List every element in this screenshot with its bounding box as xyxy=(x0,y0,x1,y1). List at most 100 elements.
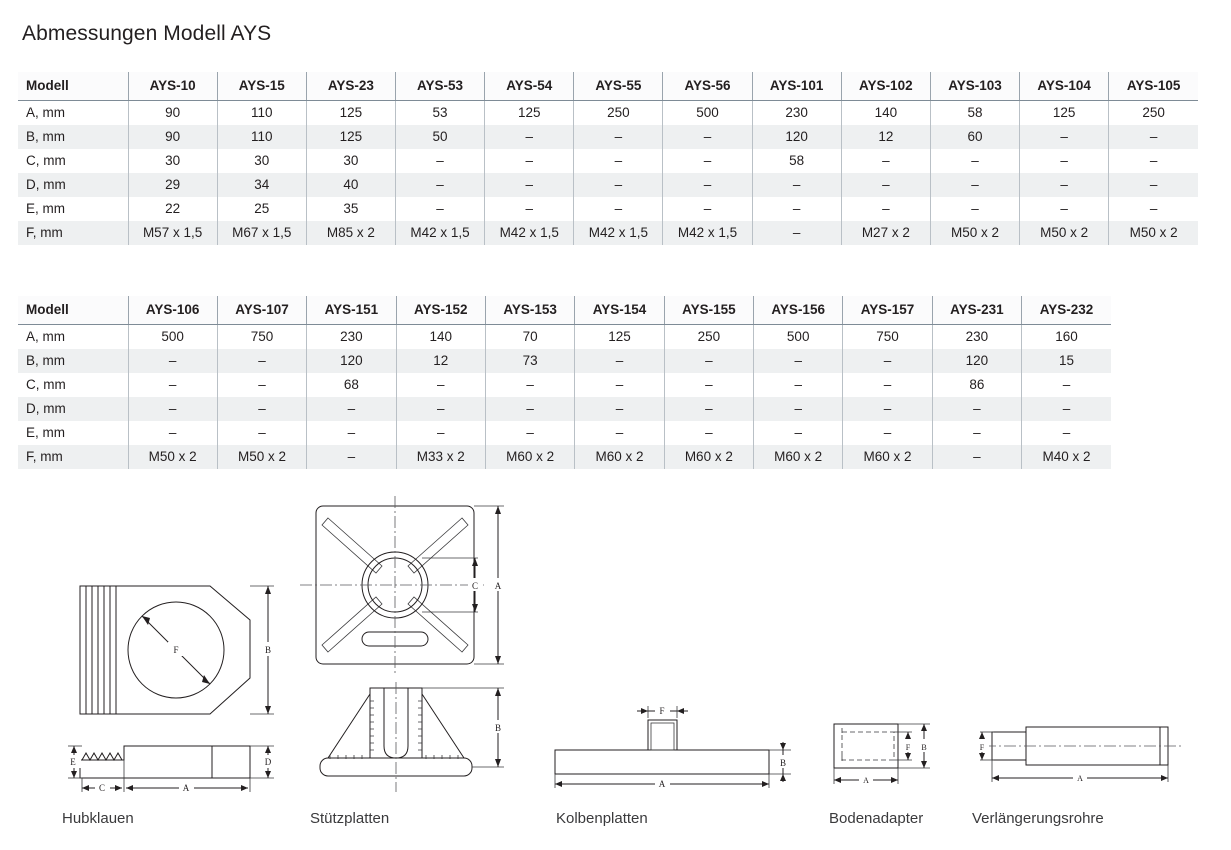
hatch xyxy=(418,700,422,751)
figure-hubklauen: F B xyxy=(60,578,290,794)
table-1-cell-4-0: 22 xyxy=(127,197,218,221)
stuetzplatten-boss xyxy=(369,687,423,759)
table-2-cell-1-10: 15 xyxy=(1021,349,1111,373)
table-1-cell-4-10: – xyxy=(1019,197,1109,221)
table-1-cell-2-9: – xyxy=(929,149,1020,173)
bodenadapter-dim-F-label: F xyxy=(906,743,911,752)
table-1-col-header-3: AYS-53 xyxy=(394,72,485,101)
table-1-cell-0-3: 53 xyxy=(394,100,485,125)
arrowhead xyxy=(265,586,271,594)
table-1-cell-1-3: 50 xyxy=(394,125,485,149)
table-1-cell-5-2: M85 x 2 xyxy=(305,221,396,245)
table-2-cell-5-4: M60 x 2 xyxy=(484,445,575,469)
table-2-cell-2-2: 68 xyxy=(306,373,397,397)
arrowhead xyxy=(265,746,271,753)
arrowhead xyxy=(71,746,77,753)
table-2-col-header-0: AYS-106 xyxy=(127,296,218,325)
table-row: B, mm 90 110 125 50 – – – 120 12 60 – – xyxy=(18,125,1198,149)
arrowhead xyxy=(495,759,501,767)
table-1-col-header-9: AYS-103 xyxy=(929,72,1020,101)
kolbenplatten-dim-F-label: F xyxy=(659,706,664,716)
table-1-cell-5-5: M42 x 1,5 xyxy=(573,221,663,245)
table-2-cell-4-0: – xyxy=(127,421,218,445)
page-title: Abmessungen Modell AYS xyxy=(22,22,272,45)
label-backdrop xyxy=(491,578,506,591)
table-1-cell-4-2: 35 xyxy=(305,197,396,221)
table-1-header-row: Modell AYS-10 AYS-15 AYS-23 AYS-53 AYS-5… xyxy=(18,72,1198,101)
table-2-cell-2-1: – xyxy=(216,373,307,397)
table-2-cell-4-8: – xyxy=(842,421,933,445)
table-1-cell-2-10: – xyxy=(1019,149,1109,173)
label-backdrop xyxy=(917,739,931,752)
label-backdrop xyxy=(859,774,873,786)
stuetzplatten-rib xyxy=(321,596,383,653)
hubklauen-side-outline xyxy=(79,745,251,779)
table-2-cell-5-10: M40 x 2 xyxy=(1021,445,1111,469)
table-1-col-header-0: AYS-10 xyxy=(127,72,218,101)
table-1-cell-0-0: 90 xyxy=(127,100,218,125)
table-2-header: Modell AYS-106 AYS-107 AYS-151 AYS-152 A… xyxy=(18,296,1111,325)
table-2-cell-0-7: 500 xyxy=(753,324,843,349)
table-2-row-2-label: C, mm xyxy=(18,373,128,397)
hubklauen-dim-F-label: F xyxy=(173,645,178,655)
table-1-cell-0-5: 250 xyxy=(573,100,663,125)
table-row: B, mm – – 120 12 73 – – – – 120 15 xyxy=(18,349,1111,373)
label-backdrop xyxy=(1073,772,1087,784)
table-1-header: Modell AYS-10 AYS-15 AYS-23 AYS-53 AYS-5… xyxy=(18,72,1198,101)
hubklauen-dim-E-label: E xyxy=(70,757,76,767)
table-1-cell-5-3: M42 x 1,5 xyxy=(394,221,485,245)
table-1-cell-2-8: – xyxy=(840,149,931,173)
table-2-cell-2-5: – xyxy=(574,373,665,397)
table-2-col-header-2: AYS-151 xyxy=(306,296,397,325)
table-2-cell-3-8: – xyxy=(842,397,933,421)
arrowhead xyxy=(82,785,89,791)
table-1-col-header-6: AYS-56 xyxy=(662,72,753,101)
label-backdrop xyxy=(179,782,194,794)
table-2-row-3-label: D, mm xyxy=(18,397,128,421)
table-1-cell-5-11: M50 x 2 xyxy=(1108,221,1198,245)
table-row: A, mm 90 110 125 53 125 250 500 230 140 … xyxy=(18,100,1198,125)
table-1-cell-5-7: – xyxy=(751,221,842,245)
table-2-col-header-9: AYS-231 xyxy=(931,296,1022,325)
table-1-cell-1-1: 110 xyxy=(216,125,307,149)
dimensions-table-1: Modell AYS-10 AYS-15 AYS-23 AYS-53 AYS-5… xyxy=(18,72,1198,245)
table-2-cell-0-1: 750 xyxy=(216,324,307,349)
table-1-col-header-4: AYS-54 xyxy=(484,72,574,101)
arrowhead xyxy=(495,656,501,664)
table-2-cell-5-2: – xyxy=(306,445,397,469)
table-2-col-header-10: AYS-232 xyxy=(1021,296,1111,325)
table-1-cell-5-1: M67 x 1,5 xyxy=(216,221,307,245)
table-1-cell-3-2: 40 xyxy=(305,173,396,197)
table-row: F, mm M50 x 2 M50 x 2 – M33 x 2 M60 x 2 … xyxy=(18,445,1111,469)
table-2-cell-3-4: – xyxy=(484,397,575,421)
stuetzplatten-rib xyxy=(407,517,469,574)
table-1-cell-1-10: – xyxy=(1019,125,1109,149)
table-2-cell-4-1: – xyxy=(216,421,307,445)
label-backdrop xyxy=(260,642,276,656)
hubklauen-dim-D-label: D xyxy=(265,757,272,767)
table-1-cell-5-4: M42 x 1,5 xyxy=(484,221,574,245)
table-1-cell-0-8: 140 xyxy=(840,100,931,125)
stuetzplatten-rib xyxy=(407,596,469,653)
caption-kolbenplatten: Kolbenplatten xyxy=(556,810,648,827)
arrowhead xyxy=(834,777,841,783)
label-backdrop xyxy=(655,778,670,790)
table-1-cell-1-0: 90 xyxy=(127,125,218,149)
stuetzplatten-flank-right xyxy=(421,692,465,759)
table-1-row-3-label: D, mm xyxy=(18,173,128,197)
label-backdrop xyxy=(66,755,81,768)
table-1-row-4-label: E, mm xyxy=(18,197,128,221)
arrowhead xyxy=(780,743,786,750)
kolbenplatten-plate xyxy=(554,749,770,775)
table-2-cell-5-1: M50 x 2 xyxy=(216,445,307,469)
table-2-cell-5-9: – xyxy=(931,445,1022,469)
figure-stuetzplatten: C A xyxy=(298,496,528,796)
table-2-cell-1-2: 120 xyxy=(306,349,397,373)
caption-verlaengerungsrohre: Verlängerungsrohre xyxy=(972,810,1104,827)
arrowhead xyxy=(142,616,150,625)
label-backdrop xyxy=(975,739,989,752)
bodenadapter-dim-B-label: B xyxy=(921,743,926,752)
label-backdrop xyxy=(260,755,276,768)
table-2-cell-4-5: – xyxy=(574,421,665,445)
arrowhead xyxy=(1161,775,1168,781)
